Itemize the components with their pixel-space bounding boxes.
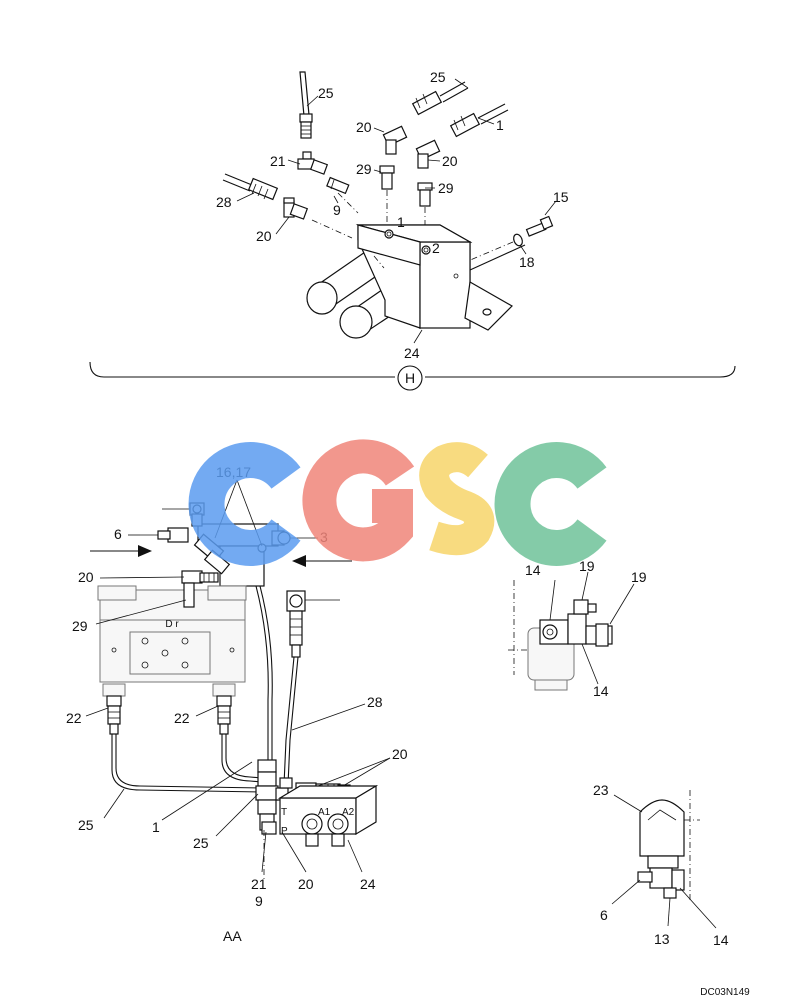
label-21: 21 [270, 153, 286, 169]
watermark-letter-c [494, 442, 607, 566]
adapter-29-left [379, 165, 395, 225]
flow-arrows [90, 545, 352, 567]
label-6: 6 [114, 526, 122, 542]
label-14: 14 [593, 683, 609, 699]
label-25: 25 [318, 85, 334, 101]
label-1: 1 [152, 819, 160, 835]
label-25: 25 [78, 817, 94, 833]
label-20: 20 [442, 153, 458, 169]
label-19: 19 [631, 569, 647, 585]
label-20: 20 [298, 876, 314, 892]
label-port-1: 1 [397, 214, 405, 230]
fitting-20-upper [382, 125, 408, 155]
watermark [188, 439, 607, 566]
detail-bottom: 23 6 13 14 [593, 782, 729, 948]
valve-24 [261, 784, 379, 847]
hose-25-vertical [299, 71, 313, 139]
label-9: 9 [255, 893, 263, 909]
label-24: 24 [404, 345, 420, 361]
port-a1: A1 [318, 807, 331, 818]
hose-28 [222, 173, 279, 201]
view-marker-label: H [405, 370, 415, 386]
label-25: 25 [193, 835, 209, 851]
fitting-20-middle [415, 139, 441, 169]
label-1: 1 [496, 117, 504, 133]
detail-top: 14 19 19 14 [508, 558, 647, 699]
fitting-21 [297, 151, 329, 175]
watermark-letter-g [302, 439, 415, 562]
label-23: 23 [593, 782, 609, 798]
label-9: 9 [333, 202, 341, 218]
hoses-aa [111, 585, 299, 793]
bolt-line [469, 244, 526, 271]
label-28: 28 [216, 194, 232, 210]
watermark-letter-c [188, 442, 301, 566]
label-29: 29 [72, 618, 88, 634]
watermark-letter-s [419, 442, 495, 556]
view-h: 25 25 1 20 20 21 29 29 28 9 20 1 2 15 18… [89, 69, 736, 391]
washer-18 [513, 233, 523, 247]
label-29: 29 [356, 161, 372, 177]
label-18: 18 [519, 254, 535, 270]
label-20: 20 [78, 569, 94, 585]
label-22: 22 [174, 710, 190, 726]
view-h-brace [89, 361, 736, 391]
block-marking: D r [165, 619, 179, 630]
label-29: 29 [438, 180, 454, 196]
label-15: 15 [553, 189, 569, 205]
connector-line-left [311, 219, 353, 239]
label-13: 13 [654, 931, 670, 947]
view-aa-leaders [85, 534, 391, 873]
label-28: 28 [367, 694, 383, 710]
fitting-22-right [216, 695, 232, 735]
drawing-code: DC03N149 [700, 987, 750, 998]
fitting-22-left [106, 695, 122, 735]
bolt-15 [525, 215, 554, 237]
label-19: 19 [579, 558, 595, 574]
connector-line-9 [337, 192, 359, 214]
valve-body-24 [306, 223, 513, 339]
adapter-9 [326, 176, 350, 195]
view-caption: AA [223, 928, 242, 944]
view-marker-h [397, 365, 423, 391]
label-24: 24 [360, 876, 376, 892]
view-aa: D r [66, 464, 408, 944]
pressure-block [97, 585, 247, 697]
fitting-20-left [283, 197, 309, 220]
label-14: 14 [713, 932, 729, 948]
label-14: 14 [525, 562, 541, 578]
label-22: 22 [66, 710, 82, 726]
label-25: 25 [430, 69, 446, 85]
label-port-2: 2 [432, 240, 440, 256]
hose-1 [449, 103, 509, 138]
label-6: 6 [600, 907, 608, 923]
label-20: 20 [256, 228, 272, 244]
hose-28-fitting [286, 590, 340, 658]
hose-25-right [411, 81, 469, 116]
label-20: 20 [356, 119, 372, 135]
port-p: P [281, 826, 288, 837]
port-a2: A2 [342, 807, 355, 818]
bolt-axis [455, 241, 514, 267]
view-h-leaders [236, 78, 557, 344]
port-t: T [281, 807, 287, 818]
label-21: 21 [251, 876, 267, 892]
label-20: 20 [392, 746, 408, 762]
